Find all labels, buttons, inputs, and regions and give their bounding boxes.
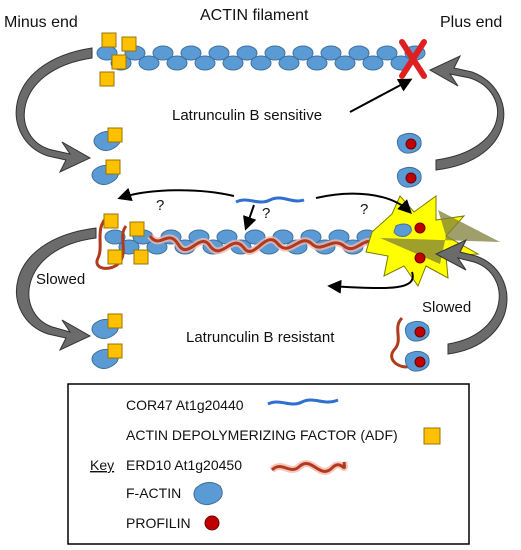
question-mark-right: ? <box>360 201 368 218</box>
actin-subunit <box>236 45 258 61</box>
latb-resistant-arrow <box>327 271 414 294</box>
actin-filament-label: ACTIN filament <box>200 7 309 24</box>
latb-sensitive-arrow <box>349 78 413 113</box>
actin-subunit <box>222 55 244 71</box>
adf-square <box>121 36 137 52</box>
actin-subunit <box>348 45 370 61</box>
adf-square <box>107 249 123 265</box>
profilin-dot <box>414 356 426 368</box>
key-profilin-swatch <box>204 515 220 531</box>
top-actin-filament <box>96 45 426 71</box>
key-cor47-swatch <box>267 398 339 406</box>
cor47-squiggle <box>235 196 305 204</box>
slowed-left-label: Slowed <box>36 271 85 288</box>
actin-subunit <box>278 55 300 71</box>
released-adf-actin-bottom-left <box>91 313 123 370</box>
key-adf-swatch <box>423 427 441 445</box>
adf-square <box>105 159 121 175</box>
adf-square <box>103 213 119 229</box>
profilin-dot <box>405 172 417 184</box>
plus-end-burst <box>365 195 500 288</box>
profilin-dot <box>414 222 426 234</box>
actin-subunit <box>104 229 126 245</box>
profilin-dot <box>405 138 417 150</box>
plus-end-label: Plus end <box>440 14 502 31</box>
adf-square <box>111 54 127 70</box>
actin-subunit <box>320 45 342 61</box>
key-title: Key <box>90 457 114 473</box>
adf-square <box>107 127 123 143</box>
adf-square <box>107 313 123 329</box>
adf-square <box>101 32 117 48</box>
actin-subunit <box>334 55 356 71</box>
actin-subunit <box>292 45 314 61</box>
cor47-to-minus-arrow <box>117 187 235 202</box>
released-adf-actin-top-left <box>91 127 123 186</box>
cor47-to-plus-arrow <box>315 192 412 214</box>
top-adf-cluster <box>99 32 137 87</box>
key-factin-swatch <box>193 482 223 506</box>
key-erd10-label: ERD10 At1g20450 <box>126 457 242 473</box>
top-left-cycle-arrow <box>15 47 93 174</box>
minus-end-label: Minus end <box>4 14 78 31</box>
adf-square <box>129 221 145 237</box>
key-box <box>67 383 470 545</box>
latb-resistant-label: Latrunculin B resistant <box>186 329 335 346</box>
key-legend: Key COR47 At1g20440 ACTIN DEPOLYMERIZING… <box>67 383 470 545</box>
bottom-right-cycle-arrow <box>434 238 508 355</box>
key-adf-label: ACTIN DEPOLYMERIZING FACTOR (ADF) <box>126 427 398 443</box>
bottom-left-cycle-arrow <box>16 227 97 352</box>
erd10-squiggle <box>390 316 413 369</box>
cor47-to-filament-arrow <box>243 204 257 231</box>
adf-square <box>99 71 115 87</box>
released-profilin-actin-top-right <box>396 132 422 188</box>
actin-monomer <box>393 223 412 237</box>
actin-subunit <box>152 45 174 61</box>
latb-sensitive-label: Latrunculin B sensitive <box>172 107 322 124</box>
plus-end-block-x <box>399 39 427 79</box>
middle-adf-cluster <box>103 213 149 265</box>
actin-subunit <box>376 45 398 61</box>
released-profilin-actin-bottom-right <box>390 316 430 372</box>
adf-square <box>107 343 123 359</box>
profilin-dot <box>414 252 426 264</box>
key-erd10-swatch <box>270 461 346 473</box>
actin-subunit <box>208 45 230 61</box>
key-cor47-label: COR47 At1g20440 <box>126 397 244 413</box>
key-factin-label: F-ACTIN <box>126 485 181 501</box>
profilin-dot <box>414 326 426 338</box>
slowed-right-label: Slowed <box>422 299 471 316</box>
actin-subunit <box>306 55 328 71</box>
erd10-minus-end <box>95 214 128 270</box>
erd10-on-filament <box>148 234 377 253</box>
actin-subunit <box>194 55 216 71</box>
actin-subunit <box>264 45 286 61</box>
actin-subunit <box>180 45 202 61</box>
actin-subunit <box>166 55 188 71</box>
question-mark-center: ? <box>262 205 270 222</box>
actin-subunit <box>362 55 384 71</box>
actin-subunit <box>138 55 160 71</box>
actin-subunit <box>250 55 272 71</box>
key-profilin-label: PROFILIN <box>126 515 191 531</box>
top-right-cycle-arrow <box>428 54 505 171</box>
question-mark-left: ? <box>156 197 164 214</box>
burst-arrowhead <box>380 210 500 264</box>
adf-square <box>133 249 149 265</box>
